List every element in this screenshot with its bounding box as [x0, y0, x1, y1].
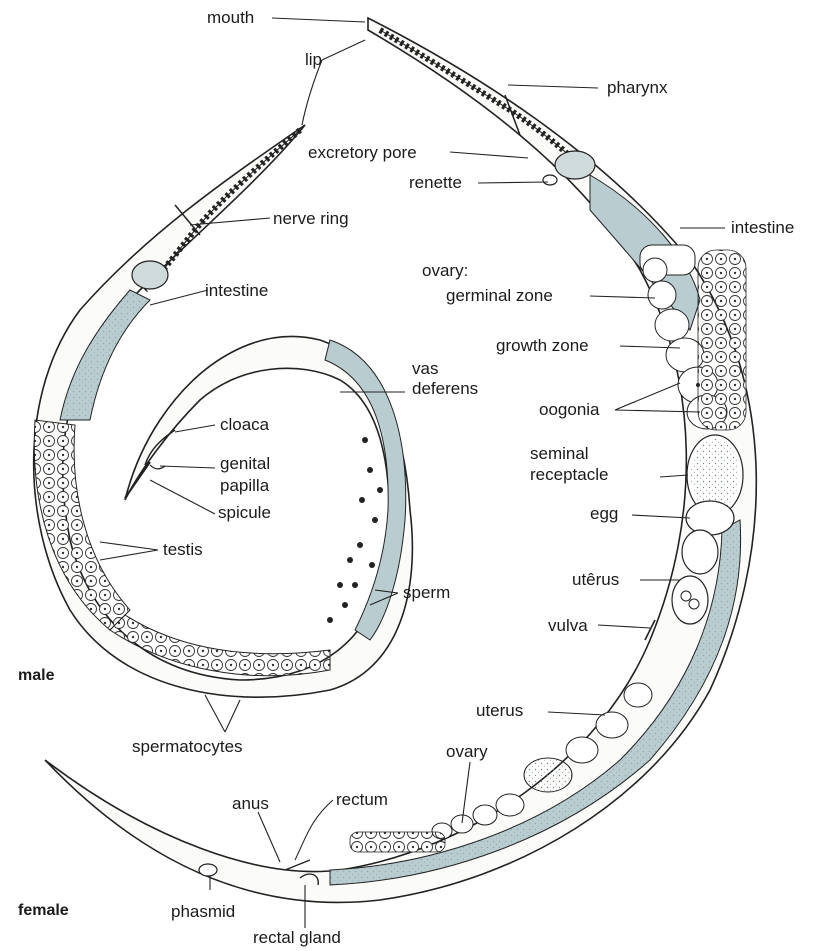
label-vas: vas [412, 360, 438, 378]
label-rectal-gland: rectal gland [253, 929, 341, 947]
label-spicule: spicule [218, 504, 271, 522]
label-renette: renette [409, 174, 462, 192]
label-intestine-male: intestine [205, 282, 268, 300]
label-phasmid: phasmid [171, 903, 235, 921]
label-growth-zone: growth zone [496, 337, 589, 355]
label-papilla: papilla [220, 477, 269, 495]
phasmid [199, 864, 217, 876]
label-lip: lip [305, 51, 322, 69]
label-sperm: sperm [403, 584, 450, 602]
testis [34, 420, 130, 630]
renette [543, 175, 557, 185]
label-genital: genital [220, 455, 270, 473]
label-intestine-female: intestine [731, 219, 794, 237]
label-mouth: mouth [207, 9, 254, 27]
female-pharynx-bulb [555, 151, 595, 179]
label-ovary-heading: ovary: [422, 262, 468, 280]
label-uterus-upper: utêrus [572, 571, 619, 589]
label-seminal: seminal [530, 445, 589, 463]
label-female: female [18, 902, 69, 920]
egg [686, 501, 734, 535]
male-pharynx-bulb [132, 261, 168, 289]
label-anus: anus [232, 795, 269, 813]
label-egg: egg [590, 505, 618, 523]
uterus-egg-2 [672, 576, 708, 624]
label-deferens: deferens [412, 380, 478, 398]
label-nerve-ring: nerve ring [273, 210, 349, 228]
label-uterus-lower: uterus [476, 702, 523, 720]
label-oogonia: oogonia [539, 401, 600, 419]
label-receptacle: receptacle [530, 466, 608, 484]
label-germinal-zone: germinal zone [446, 287, 553, 305]
label-spermatocytes: spermatocytes [132, 738, 243, 756]
label-male: male [18, 667, 54, 685]
label-ovary-lower: ovary [446, 743, 488, 761]
uterus-egg-1 [682, 530, 718, 574]
label-rectum: rectum [336, 791, 388, 809]
label-cloaca: cloaca [220, 416, 269, 434]
rectum [285, 860, 310, 870]
label-vulva: vulva [548, 617, 588, 635]
label-pharynx: pharynx [607, 79, 667, 97]
label-excretory-pore: excretory pore [308, 144, 417, 162]
label-testis: testis [163, 541, 203, 559]
male-worm [34, 125, 413, 697]
